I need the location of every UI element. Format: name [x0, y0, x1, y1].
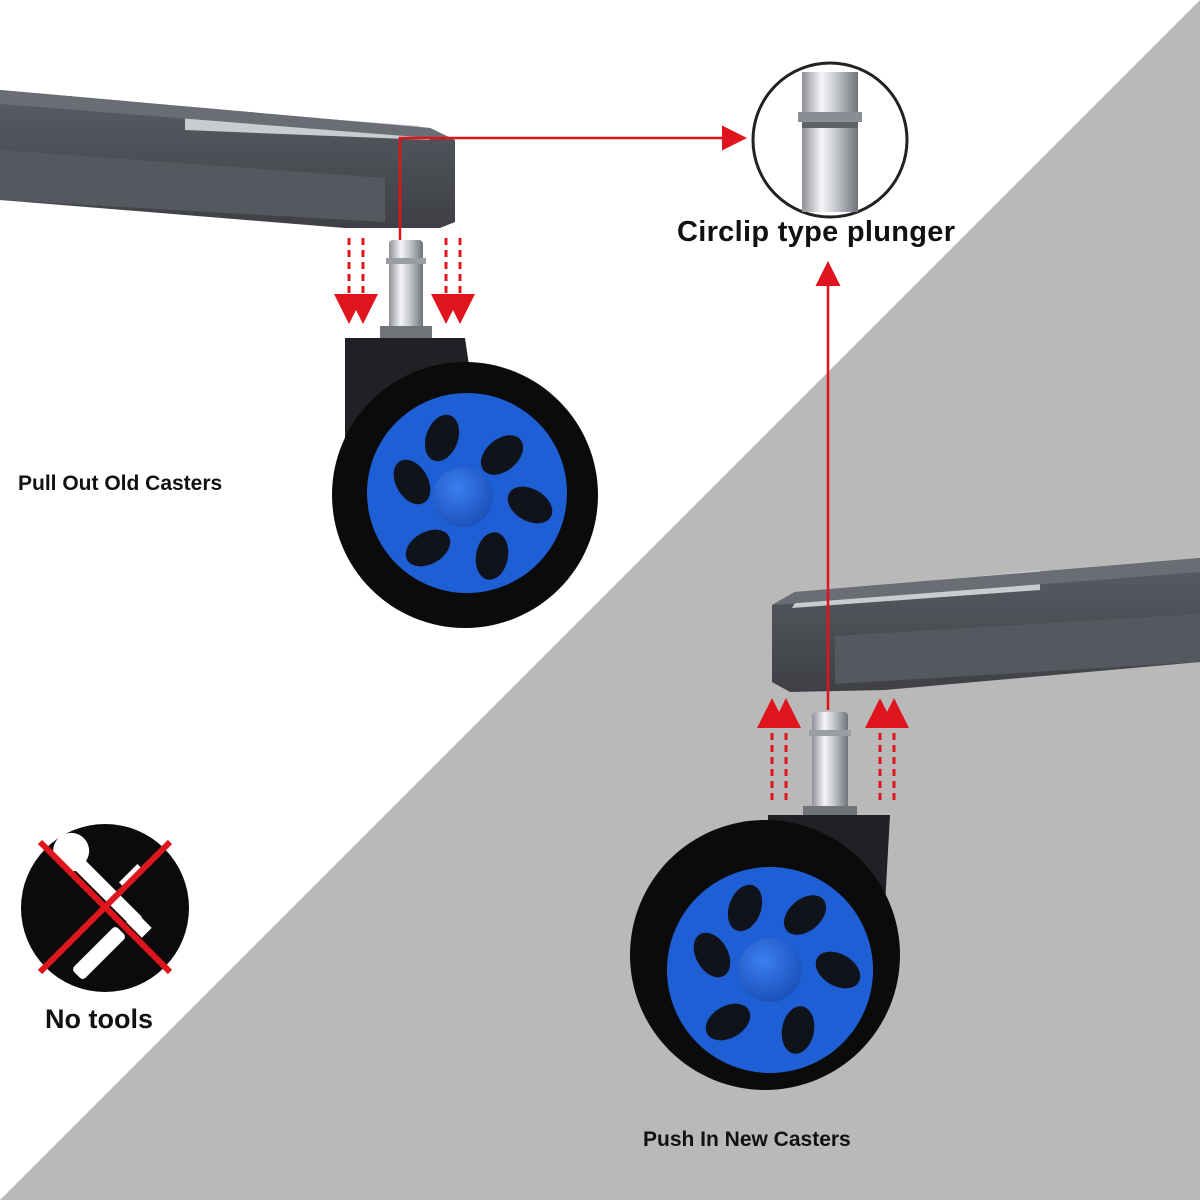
- caster-bottom: [630, 815, 900, 1090]
- plunger-detail-inset: [751, 61, 909, 219]
- push-in-label: Push In New Casters: [643, 1128, 851, 1151]
- chair-base-bottom: [772, 558, 1200, 692]
- no-tools-label: No tools: [45, 1004, 153, 1034]
- pull-out-label: Pull Out Old Casters: [18, 472, 223, 495]
- plunger-top: [380, 240, 432, 338]
- crossed-wrench-screwdriver-icon: [21, 824, 189, 992]
- pointer-line-top: [398, 125, 747, 240]
- chair-base-top: [0, 90, 455, 228]
- pull-arrows: [334, 238, 475, 324]
- plunger-label: Circlip type plunger: [677, 216, 956, 248]
- caster-top: [332, 338, 598, 628]
- push-arrows: [757, 698, 909, 800]
